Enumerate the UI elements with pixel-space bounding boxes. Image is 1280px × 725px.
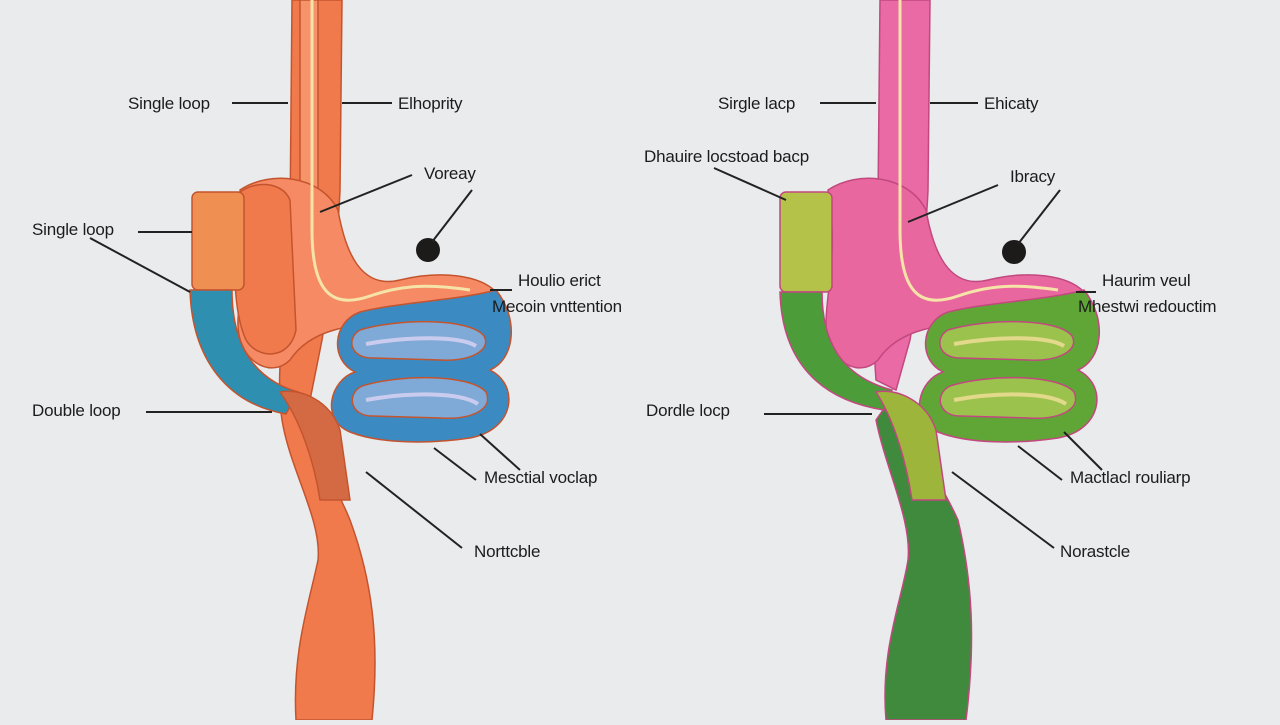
left-anatomy-drawing — [89, 0, 521, 721]
label-single-loop-top: Sirgle lacp — [718, 94, 796, 113]
roux-limb — [779, 291, 894, 411]
leader-lines — [713, 102, 1103, 549]
coil-stripe — [365, 336, 480, 406]
lumen-line — [898, 0, 1059, 302]
label-single-loop-top: Single loop — [128, 94, 210, 113]
vein-node — [416, 238, 440, 262]
coil-inner-2 — [351, 376, 489, 419]
label-upper-right-1: Haurim veul — [1102, 271, 1191, 290]
coil-stripe — [953, 336, 1068, 406]
double-loop-diagram: Sirgle lacp Ehicaty Ibracy Dhauire locst… — [640, 0, 1280, 721]
right-anatomy-drawing — [713, 0, 1103, 721]
coil-inner — [351, 320, 487, 361]
lumen-line — [310, 0, 471, 302]
label-upper-right-2: Mecoin vnttention — [492, 297, 622, 316]
label-top-right: Ehicaty — [984, 94, 1039, 113]
label-lower-right: Mesctial voclap — [484, 468, 598, 487]
label-upper-right-1: Houlio erict — [518, 271, 601, 290]
label-single-loop-side: Dhauire locstoad bacp — [644, 147, 809, 166]
label-bottom-right: Norastcle — [1060, 542, 1131, 561]
label-top-right: Elhoprity — [398, 94, 463, 113]
label-mid-right: Voreay — [424, 164, 476, 183]
intestinal-coil — [330, 289, 513, 443]
intestinal-coil — [918, 289, 1101, 443]
side-stub — [779, 191, 833, 293]
label-double-loop: Dordle locp — [646, 401, 730, 420]
junction — [278, 390, 351, 501]
label-double-loop: Double loop — [32, 401, 121, 420]
junction — [874, 390, 947, 501]
label-upper-right-2: Mhestwi redouctim — [1078, 297, 1217, 316]
vein-node — [1002, 240, 1026, 264]
coil-inner-2 — [939, 376, 1077, 419]
roux-limb — [189, 289, 300, 415]
label-lower-right: Mactlacl rouliarp — [1070, 468, 1191, 487]
label-bottom-right: Norttcble — [474, 542, 541, 561]
side-stub — [191, 191, 245, 291]
label-mid-right: Ibracy — [1010, 167, 1056, 186]
coil-inner — [939, 320, 1075, 361]
label-single-loop-side: Single loop — [32, 220, 114, 239]
leader-lines — [89, 102, 521, 549]
single-loop-diagram: Single loop Elhoprity Voreay Single loop… — [0, 0, 640, 721]
